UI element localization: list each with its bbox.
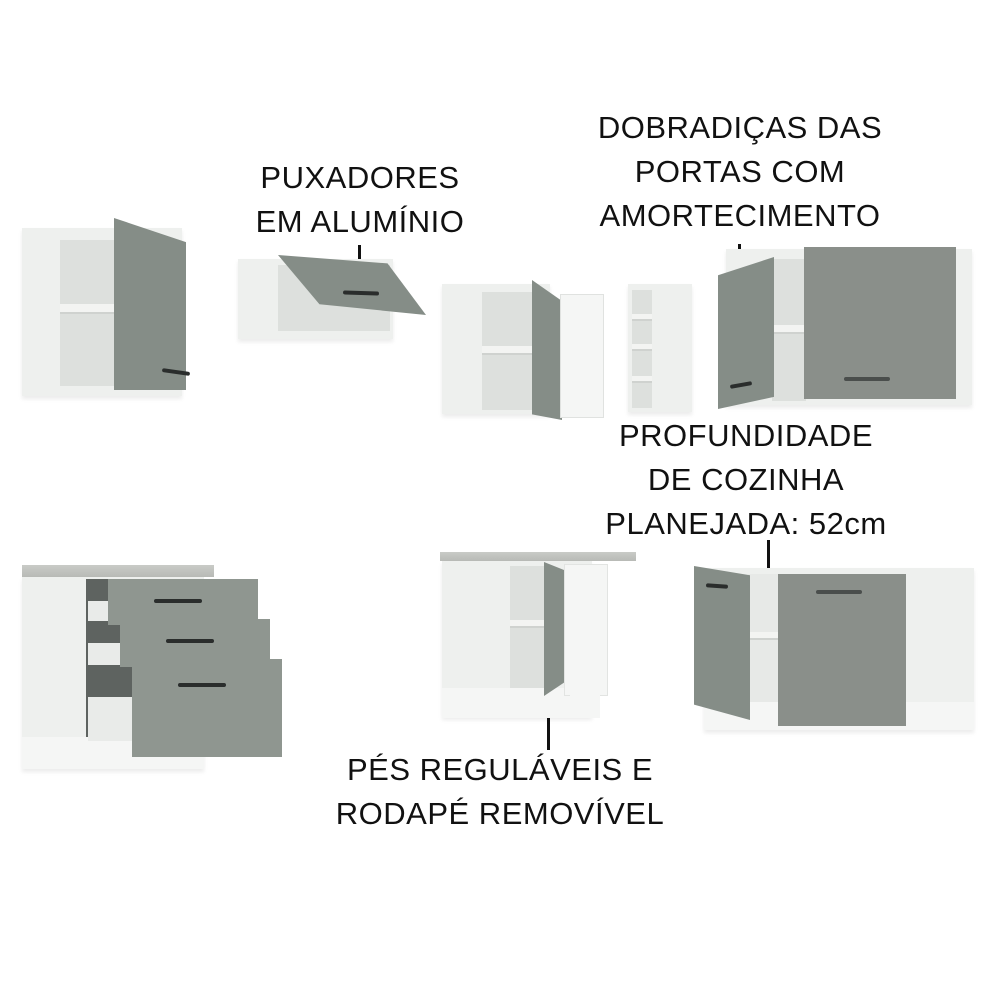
label-pes: PÉS REGULÁVEIS E RODAPÉ REMOVÍVEL	[330, 748, 670, 836]
drawer-handle-icon	[154, 599, 202, 603]
shelf-board	[632, 376, 652, 383]
corner-panel	[560, 294, 604, 418]
cabinet-door	[544, 562, 564, 696]
cabinet-shelf	[60, 304, 140, 314]
cabinet-door	[114, 218, 186, 390]
upper-corner-cabinet	[442, 280, 608, 420]
cabinet-shelf	[482, 346, 532, 355]
cabinet-shelf	[748, 632, 780, 640]
shelf-board	[632, 344, 652, 351]
label-line: PORTAS COM	[634, 154, 846, 189]
drawer-handle-icon	[178, 683, 226, 687]
label-line: EM ALUMÍNIO	[255, 204, 465, 239]
cabinet-shelf	[510, 620, 546, 628]
cabinet-shelf	[772, 325, 806, 334]
cabinet-door-right	[778, 574, 906, 726]
cabinet-door-right	[804, 247, 956, 399]
label-dobradicas: DOBRADIÇAS DAS PORTAS COM AMORTECIMENTO	[580, 106, 900, 238]
label-line: DE COZINHA	[647, 462, 845, 497]
label-line: PUXADORES	[260, 160, 460, 195]
leader-line-profundidade	[767, 540, 770, 578]
label-line: PÉS REGULÁVEIS E	[346, 752, 654, 787]
door-handle-icon	[844, 377, 890, 381]
countertop	[22, 565, 214, 577]
base-cabinet-2-doors	[692, 562, 976, 732]
drawer-handle-icon	[166, 639, 214, 643]
adjustable-feet-plinth	[570, 682, 600, 718]
upper-cabinet-2-doors	[716, 245, 974, 410]
cabinet-door-left	[694, 566, 750, 720]
base-corner-cabinet	[440, 550, 640, 725]
upper-open-shelf	[628, 284, 694, 416]
base-cabinet-3-drawers	[20, 565, 282, 770]
countertop	[440, 552, 636, 561]
label-line: PLANEJADA: 52cm	[605, 506, 887, 541]
corner-panel	[564, 564, 608, 696]
upper-cabinet-1-door	[22, 218, 192, 398]
label-profundidade: PROFUNDIDADE DE COZINHA PLANEJADA: 52cm	[588, 414, 904, 546]
door-handle-icon	[816, 590, 862, 594]
label-line: AMORTECIMENTO	[599, 198, 881, 233]
label-puxadores: PUXADORES EM ALUMÍNIO	[240, 156, 480, 244]
leader-line-pes	[547, 702, 550, 750]
label-line: PROFUNDIDADE	[618, 418, 873, 453]
cabinet-door	[532, 280, 562, 420]
shelf-board	[632, 314, 652, 321]
upper-cabinet-flip-door	[238, 255, 428, 345]
label-line: RODAPÉ REMOVÍVEL	[335, 796, 665, 831]
drawer-3	[132, 659, 282, 757]
cabinet-door-left	[718, 257, 774, 409]
label-line: DOBRADIÇAS DAS	[597, 110, 883, 145]
